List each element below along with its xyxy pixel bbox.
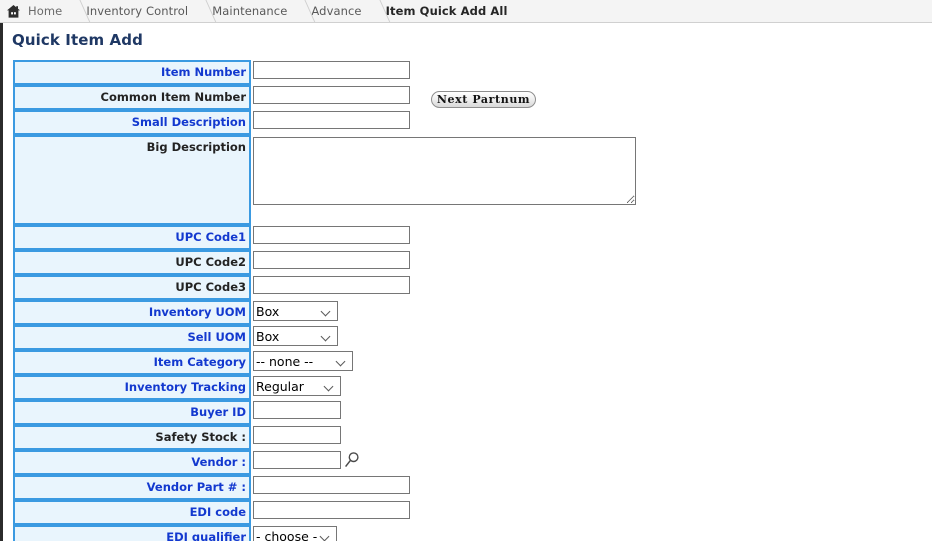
field-label: UPC Code1	[13, 225, 251, 250]
form-row: Small Description	[13, 110, 636, 135]
upc-code1-input[interactable]	[253, 226, 410, 244]
breadcrumb-bar: Home Inventory Control Maintenance Advan…	[0, 0, 932, 23]
form-row: UPC Code1	[13, 225, 636, 250]
small-description-input[interactable]	[253, 111, 410, 129]
upc-code2-input[interactable]	[253, 251, 410, 269]
field-control-cell	[251, 275, 636, 300]
field-control-cell	[251, 85, 636, 110]
big-description-textarea[interactable]	[253, 137, 636, 205]
field-label: Inventory UOM	[13, 300, 251, 325]
breadcrumb-item-inventory-control[interactable]: Inventory Control	[86, 3, 189, 18]
inventory-tracking-select[interactable]: Regular	[253, 376, 341, 396]
edi-code-input[interactable]	[253, 501, 410, 519]
breadcrumb-item-home[interactable]: Home	[28, 3, 63, 18]
form-row: UPC Code3	[13, 275, 636, 300]
field-label: Big Description	[13, 135, 251, 225]
edi-qualifier-select[interactable]: - choose -	[253, 526, 337, 541]
form-row: Common Item Number	[13, 85, 636, 110]
field-label: Common Item Number	[13, 85, 251, 110]
field-control-cell: Regular	[251, 375, 636, 400]
field-control-cell: - choose -	[251, 525, 636, 541]
vendor-part-input[interactable]	[253, 476, 410, 494]
field-control-cell	[251, 500, 636, 525]
field-label: Buyer ID	[13, 400, 251, 425]
inventory-uom-select-wrapper: Box	[253, 300, 338, 321]
field-label: EDI code	[13, 500, 251, 525]
field-control-cell	[251, 400, 636, 425]
field-label: UPC Code3	[13, 275, 251, 300]
field-label: Item Category	[13, 350, 251, 375]
form-row: EDI code	[13, 500, 636, 525]
breadcrumb-separator-icon	[66, 0, 82, 22]
form-row: UPC Code2	[13, 250, 636, 275]
field-label: Vendor Part # :	[13, 475, 251, 500]
form-row: Vendor :	[13, 450, 636, 475]
common-item-number-input[interactable]	[253, 86, 410, 104]
field-control-cell	[251, 250, 636, 275]
field-control-cell	[251, 110, 636, 135]
field-label: Inventory Tracking	[13, 375, 251, 400]
home-icon[interactable]	[6, 4, 21, 19]
form-row: Buyer ID	[13, 400, 636, 425]
breadcrumb-separator-icon	[366, 0, 382, 22]
field-label: Sell UOM	[13, 325, 251, 350]
vendor-input[interactable]	[253, 451, 341, 469]
sell-uom-select[interactable]: Box	[253, 326, 338, 346]
item-category-select[interactable]: -- none --	[253, 351, 353, 371]
breadcrumb-item-current: Item Quick Add All	[385, 3, 508, 18]
field-label: Item Number	[13, 60, 251, 85]
buyer-id-input[interactable]	[253, 401, 341, 419]
breadcrumb-item-maintenance[interactable]: Maintenance	[212, 3, 288, 18]
field-control-cell	[251, 225, 636, 250]
breadcrumb-item-advance[interactable]: Advance	[311, 3, 362, 18]
form-row: Item Number	[13, 60, 636, 85]
field-control-cell	[251, 475, 636, 500]
item-number-input[interactable]	[253, 61, 410, 79]
field-control-cell	[251, 135, 636, 225]
field-control-cell	[251, 425, 636, 450]
form-row: Vendor Part # :	[13, 475, 636, 500]
breadcrumb-separator-icon	[291, 0, 307, 22]
field-label: EDI qualifier	[13, 525, 251, 541]
safety-stock-input[interactable]	[253, 426, 341, 444]
form-row: Safety Stock :	[13, 425, 636, 450]
inventory-uom-select[interactable]: Box	[253, 301, 338, 321]
edi-qualifier-select-wrapper: - choose -	[253, 525, 337, 541]
field-control-cell: Box	[251, 300, 636, 325]
field-label: Safety Stock :	[13, 425, 251, 450]
field-label: UPC Code2	[13, 250, 251, 275]
field-control-cell: Box	[251, 325, 636, 350]
form-row: EDI qualifier- choose -	[13, 525, 636, 541]
upc-code3-input[interactable]	[253, 276, 410, 294]
page-title: Quick Item Add	[12, 31, 143, 49]
sell-uom-select-wrapper: Box	[253, 325, 338, 346]
field-label: Small Description	[13, 110, 251, 135]
field-control-cell	[251, 60, 636, 85]
form-row: Item Category-- none --	[13, 350, 636, 375]
next-partnum-button[interactable]: Next Partnum	[431, 91, 536, 108]
inventory-tracking-select-wrapper: Regular	[253, 375, 341, 396]
magnifier-icon[interactable]	[344, 450, 362, 470]
item-category-select-wrapper: -- none --	[253, 350, 353, 371]
field-label: Vendor :	[13, 450, 251, 475]
form-row: Big Description	[13, 135, 636, 225]
field-control-cell	[251, 450, 636, 475]
breadcrumb-separator-icon	[192, 0, 208, 22]
field-control-cell: -- none --	[251, 350, 636, 375]
